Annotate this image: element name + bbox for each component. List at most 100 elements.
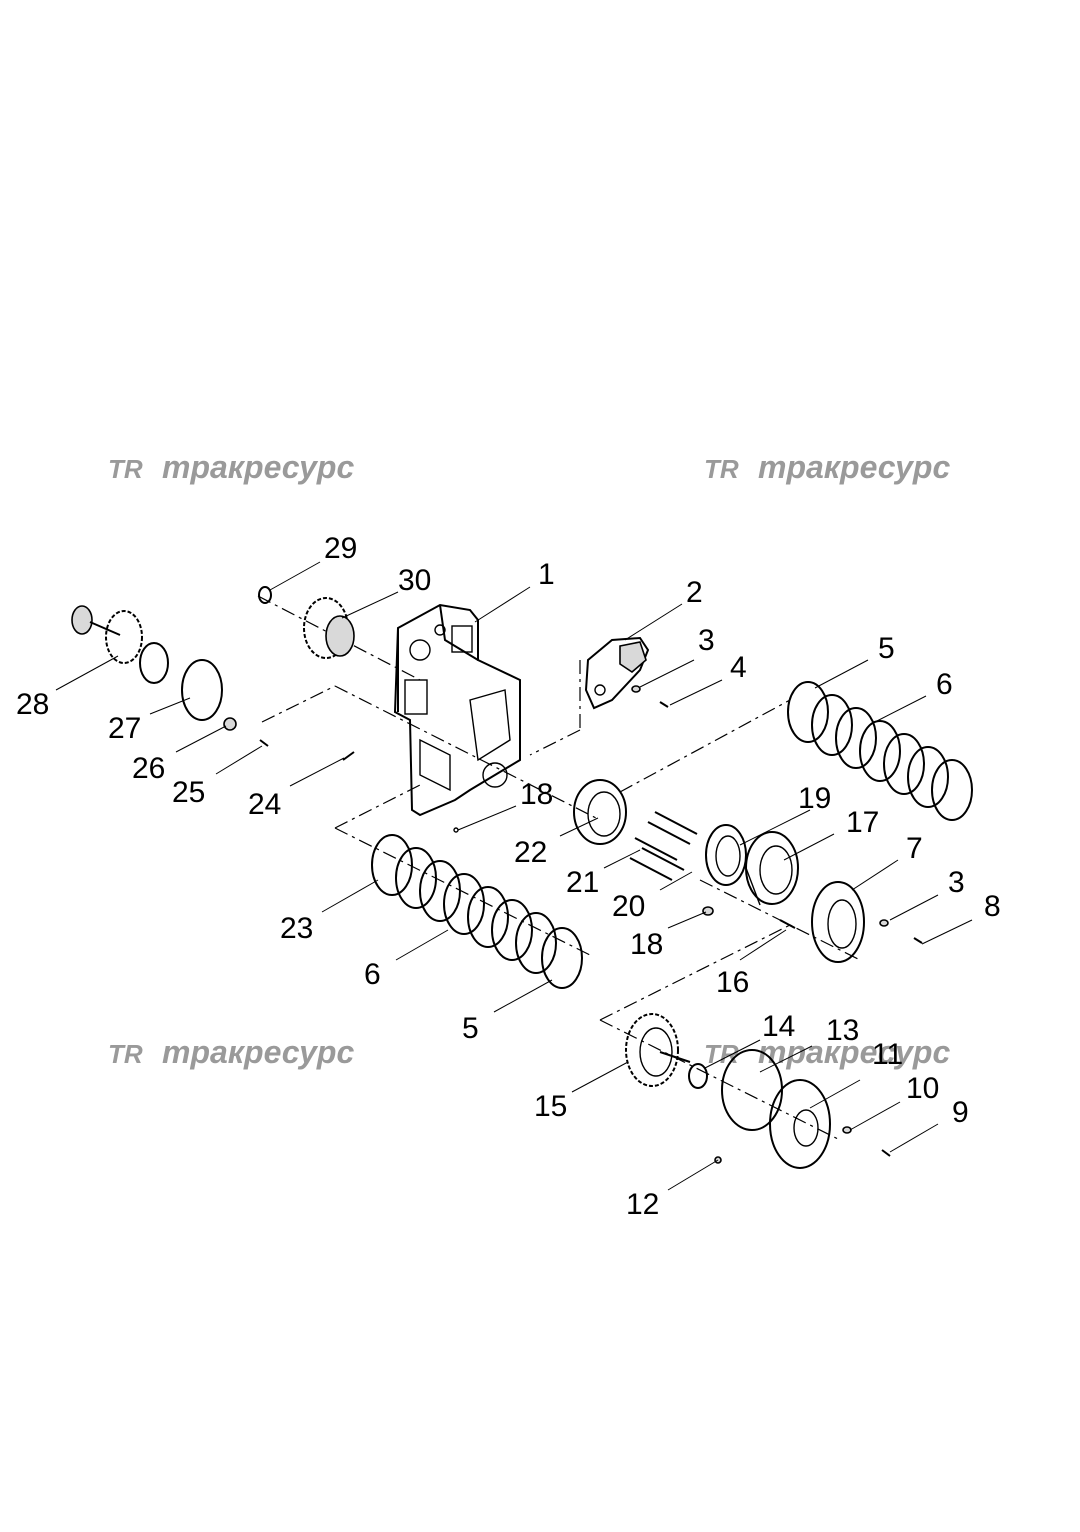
axis-line bbox=[599, 1019, 841, 1141]
leader-29 bbox=[269, 561, 321, 591]
callout-16: 16 bbox=[716, 966, 749, 999]
callout-9: 9 bbox=[952, 1096, 969, 1129]
watermark-text: тракресурс bbox=[758, 449, 950, 485]
part-bolt-8 bbox=[913, 937, 923, 944]
cover-outer bbox=[811, 881, 865, 963]
part-washer-3-lower bbox=[879, 919, 889, 927]
bolt-icon bbox=[259, 739, 269, 747]
leader-8 bbox=[921, 919, 973, 945]
leader-14 bbox=[704, 1039, 761, 1069]
part-washer-10 bbox=[842, 1126, 852, 1134]
leader-23 bbox=[321, 879, 379, 913]
valve-hole bbox=[594, 684, 606, 696]
leader-15 bbox=[571, 1061, 629, 1093]
leader-30 bbox=[341, 591, 399, 619]
housing-port bbox=[451, 625, 473, 653]
pin-icon bbox=[779, 919, 796, 929]
callout-labels: 1 2 3 4 5 6 7 3 8 9 10 11 12 13 14 15 16… bbox=[16, 532, 1001, 1221]
leader-19 bbox=[739, 809, 811, 846]
callout-7: 7 bbox=[906, 832, 923, 865]
clutch-disc bbox=[787, 681, 829, 743]
part-gasket-13 bbox=[721, 1049, 783, 1131]
leader-25 bbox=[215, 745, 263, 775]
washer-icon bbox=[631, 685, 641, 693]
watermark-text: тракресурс bbox=[162, 1034, 354, 1070]
leader-11 bbox=[809, 1079, 861, 1109]
part-plate-27 bbox=[181, 659, 223, 721]
leader-6-lower bbox=[395, 929, 449, 961]
washer-icon bbox=[879, 919, 889, 927]
callout-2: 2 bbox=[686, 576, 703, 609]
axis-line bbox=[619, 699, 791, 793]
part-end-cover-11 bbox=[769, 1079, 831, 1169]
axis-line bbox=[529, 729, 581, 756]
callout-19: 19 bbox=[798, 782, 831, 815]
clutch-disc bbox=[907, 746, 949, 808]
leader-16 bbox=[739, 929, 787, 961]
leader-13 bbox=[759, 1045, 813, 1073]
leader-20 bbox=[659, 871, 693, 891]
plug-icon bbox=[453, 827, 459, 833]
clutch-disc bbox=[883, 733, 925, 795]
leader-18-upper bbox=[457, 805, 517, 831]
callout-22: 22 bbox=[514, 836, 547, 869]
leader-lines bbox=[55, 561, 973, 1191]
watermark-text: тракресурс bbox=[758, 1034, 950, 1070]
clutch-disc bbox=[859, 720, 901, 782]
callout-25: 25 bbox=[172, 776, 205, 809]
callout-12: 12 bbox=[626, 1188, 659, 1221]
part-piston-17 bbox=[745, 831, 799, 906]
part-washer-18-lower bbox=[702, 906, 714, 916]
clutch-hub bbox=[325, 615, 355, 657]
watermark-top-left: TR тракресурс bbox=[108, 449, 354, 485]
callout-28: 28 bbox=[16, 688, 49, 721]
shaft-gear bbox=[105, 610, 143, 664]
part-valve-2 bbox=[584, 636, 650, 710]
pin-icon bbox=[647, 821, 691, 845]
axis-line bbox=[261, 685, 336, 723]
clutch-disc bbox=[419, 860, 461, 922]
leader-18-lower bbox=[667, 911, 707, 929]
piston-inner bbox=[759, 845, 793, 895]
axis-line bbox=[334, 685, 601, 821]
housing-bore bbox=[409, 639, 431, 661]
leader-3-upper bbox=[639, 659, 695, 688]
clutch-disc bbox=[491, 899, 533, 961]
leader-5-lower bbox=[493, 979, 553, 1013]
shaft-end bbox=[71, 605, 93, 635]
pin-icon bbox=[641, 847, 685, 871]
housing-flange bbox=[404, 679, 428, 715]
leader-28 bbox=[55, 655, 119, 691]
part-shaft-28 bbox=[71, 605, 169, 684]
pin-icon bbox=[342, 751, 355, 761]
leader-21 bbox=[603, 849, 641, 869]
callout-3-lower: 3 bbox=[948, 866, 965, 899]
part-pins-21 bbox=[629, 811, 698, 881]
callout-27: 27 bbox=[108, 712, 141, 745]
callout-8: 8 bbox=[984, 890, 1001, 923]
washer-icon bbox=[702, 906, 714, 916]
pin-icon bbox=[654, 811, 698, 835]
watermark-logo: TR bbox=[108, 454, 143, 484]
leader-5-upper bbox=[814, 659, 869, 689]
shaft-bearing bbox=[139, 642, 169, 684]
callout-23: 23 bbox=[280, 912, 313, 945]
leader-1 bbox=[474, 586, 531, 623]
callout-30: 30 bbox=[398, 564, 431, 597]
pin-icon bbox=[634, 837, 678, 861]
clutch-disc bbox=[515, 912, 557, 974]
clutch-disc bbox=[931, 759, 973, 821]
leader-22 bbox=[559, 817, 599, 837]
leader-7 bbox=[851, 859, 899, 891]
callout-26: 26 bbox=[132, 752, 165, 785]
bolt-icon bbox=[913, 937, 923, 944]
callout-13: 13 bbox=[826, 1014, 859, 1047]
housing-pad bbox=[419, 738, 451, 792]
leader-12 bbox=[667, 1159, 719, 1191]
clutch-disc bbox=[811, 694, 853, 756]
clutch-disc bbox=[835, 707, 877, 769]
snap-ring-icon bbox=[688, 1063, 708, 1089]
housing-body bbox=[393, 603, 521, 817]
seal-inner bbox=[715, 835, 741, 877]
